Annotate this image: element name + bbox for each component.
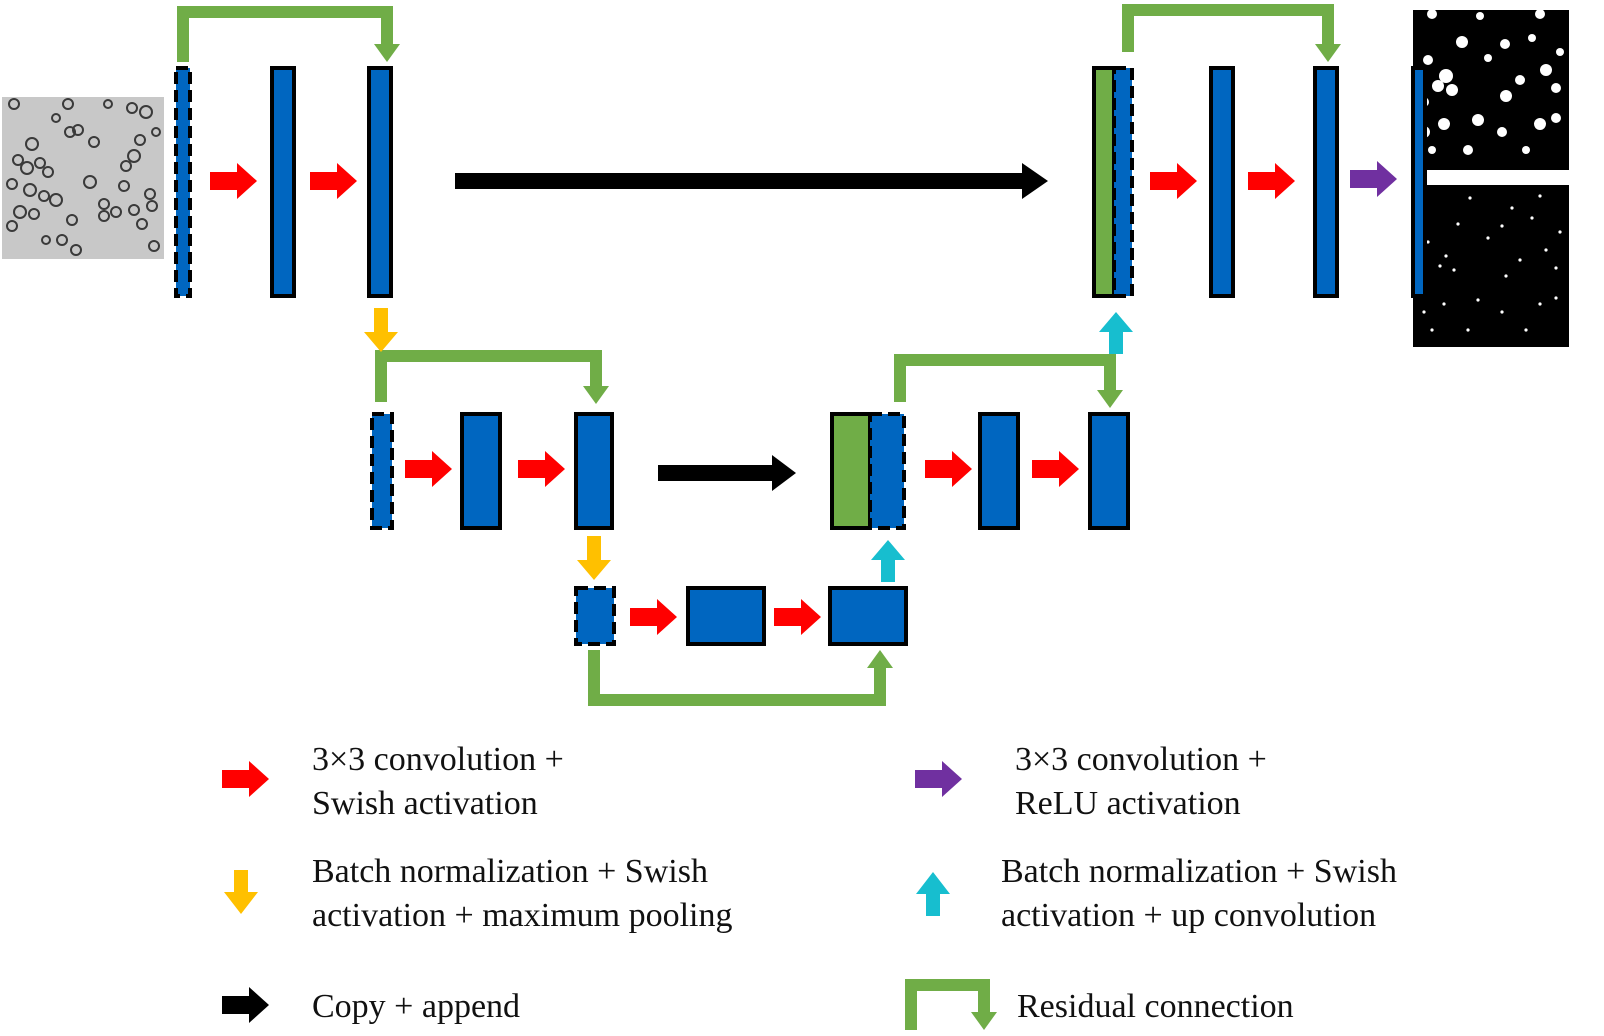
block-enc2-a	[460, 412, 502, 530]
red-arrow-icon	[310, 163, 357, 199]
block-enc1-a	[270, 66, 296, 298]
legend-icons	[222, 761, 997, 1030]
block-enc1-b	[367, 66, 393, 298]
copy-append-arrows	[455, 163, 1048, 491]
red-arrow-icon	[630, 599, 677, 635]
conv-swish-arrows	[210, 163, 1295, 635]
black-arrow-icon	[222, 987, 269, 1023]
legend-pool-line1: Batch normalization + Swish	[312, 853, 708, 890]
red-arrow-icon	[405, 451, 452, 487]
legend-pool-text: Batch normalization + Swish activation +…	[312, 850, 733, 938]
block-pool2	[574, 586, 616, 646]
legend-upconv-line2: activation + up convolution	[1001, 897, 1377, 934]
legend-copy-line1: Copy + append	[312, 988, 521, 1025]
residual-bottom	[588, 650, 886, 706]
block-bottom-a	[686, 586, 766, 646]
legend-conv-relu-line1: 3×3 convolution +	[1015, 741, 1267, 778]
block-skip2	[830, 412, 872, 530]
legend-conv-relu-text: 3×3 convolution + ReLU activation	[1015, 738, 1267, 826]
red-arrow-icon	[925, 451, 972, 487]
orange-down-arrow-icon	[577, 536, 611, 580]
block-up2	[868, 412, 906, 530]
red-arrow-icon	[1150, 163, 1197, 199]
residual-mid-left	[375, 350, 602, 402]
residual-bracket-icon	[905, 979, 997, 1030]
red-arrow-icon	[1032, 451, 1079, 487]
block-bottom-b	[828, 586, 908, 646]
cyan-up-arrow-icon	[916, 872, 950, 916]
legend-residual-line1: Residual connection	[1017, 988, 1294, 1025]
legend-copy-text: Copy + append	[312, 985, 520, 1029]
orange-down-arrow-icon	[364, 308, 398, 352]
legend-upconv-text: Batch normalization + Swish activation +…	[1001, 850, 1397, 938]
legend-conv-relu-line2: ReLU activation	[1015, 785, 1241, 822]
red-arrow-icon	[774, 599, 821, 635]
purple-arrow-icon	[1350, 161, 1397, 197]
residual-top-left	[177, 6, 393, 62]
pool-arrows	[364, 308, 611, 580]
output-mask-cells	[1413, 9, 1569, 170]
block-skip1	[1092, 66, 1116, 298]
legend-residual-text: Residual connection	[1017, 985, 1294, 1029]
residual-mid-right	[894, 354, 1116, 402]
legend-upconv-line1: Batch normalization + Swish	[1001, 853, 1397, 890]
residual-arrowheads	[374, 44, 1341, 668]
red-arrow-icon	[1248, 163, 1295, 199]
legend-conv-swish-text: 3×3 convolution + Swish activation	[312, 738, 564, 826]
block-pool1	[370, 412, 394, 530]
red-arrow-icon	[222, 761, 269, 797]
block-dec1-b	[1313, 66, 1339, 298]
orange-down-arrow-icon	[224, 870, 258, 914]
red-arrow-icon	[210, 163, 257, 199]
block-output	[1411, 66, 1427, 298]
legend-conv-swish-line2: Swish activation	[312, 785, 538, 822]
block-up1	[1112, 66, 1134, 298]
block-dec2-a	[978, 412, 1020, 530]
purple-arrow-icon	[915, 761, 962, 797]
black-arrow-icon	[658, 455, 796, 491]
input-image	[2, 97, 164, 259]
residual-connections	[177, 4, 1334, 706]
block-dec2-b	[1088, 412, 1130, 530]
red-arrow-icon	[518, 451, 565, 487]
black-arrow-icon	[455, 163, 1048, 199]
legend-pool-line2: activation + maximum pooling	[312, 897, 733, 934]
output-mask-centroids	[1413, 185, 1569, 347]
residual-top-right	[1122, 4, 1334, 52]
block-input	[174, 66, 192, 298]
block-enc2-b	[574, 412, 614, 530]
upconv-arrows	[871, 312, 1133, 582]
cyan-up-arrow-icon	[1099, 312, 1133, 354]
cyan-up-arrow-icon	[871, 540, 905, 582]
legend-conv-swish-line1: 3×3 convolution +	[312, 741, 564, 778]
feature-blocks	[174, 66, 1427, 646]
block-dec1-a	[1209, 66, 1235, 298]
